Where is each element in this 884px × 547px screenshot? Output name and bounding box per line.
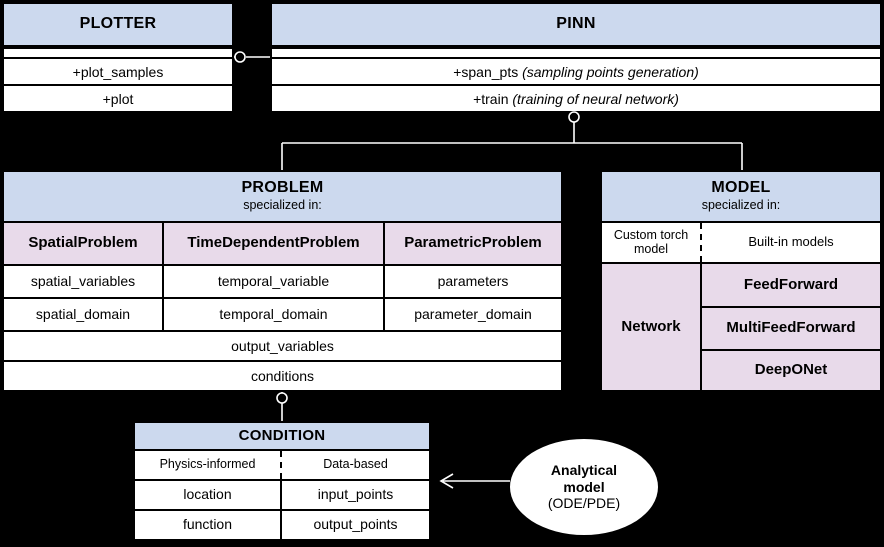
model-title: MODEL bbox=[711, 179, 771, 197]
problem-attr-output-variables: output_variables bbox=[231, 338, 334, 354]
plotter-attributes-compartment bbox=[4, 47, 232, 57]
connector-analytical-condition bbox=[439, 473, 510, 489]
analytical-model-ellipse: Analytical model (ODE/PDE) bbox=[508, 437, 660, 537]
condition-data-based-header: Data-based bbox=[280, 451, 429, 479]
condition-attr-location: location bbox=[183, 486, 232, 503]
plotter-method-row: +plot_samples bbox=[4, 57, 232, 84]
model-class-box: MODEL specialized in: Custom torch model… bbox=[600, 170, 882, 392]
problem-attr-temporal-variable: temporal_variable bbox=[162, 266, 383, 297]
problem-attr-spatial-domain: spatial_domain bbox=[35, 305, 131, 322]
condition-attr-function: function bbox=[182, 516, 233, 533]
plotter-method-label: +plot_samples bbox=[72, 63, 164, 80]
condition-attr-output-points: output_points bbox=[280, 511, 429, 539]
model-header: MODEL specialized in: bbox=[602, 172, 880, 223]
problem-attribute-row: spatial_domain temporal_domain parameter… bbox=[4, 297, 561, 330]
model-category-row: Custom torch model Built-in models bbox=[602, 223, 880, 262]
connector-plotter-pinn bbox=[234, 51, 270, 63]
condition-attribute-row: function output_points bbox=[135, 509, 429, 539]
problem-attr-conditions: conditions bbox=[250, 368, 315, 384]
model-builtin-deeponet: DeepONet bbox=[702, 348, 880, 391]
pinn-method-note: (sampling points generation) bbox=[522, 63, 699, 80]
pinn-method-label: +span_pts bbox=[453, 63, 519, 80]
pinn-method-label: +train bbox=[473, 90, 509, 107]
problem-attr-spatial-variables: spatial_variables bbox=[30, 272, 136, 289]
problem-attr-parameter-domain: parameter_domain bbox=[383, 299, 561, 330]
problem-shared-attribute-row: output_variables bbox=[4, 330, 561, 360]
condition-class-box: CONDITION Physics-informed Data-based lo… bbox=[133, 421, 431, 541]
problem-subtype-timedependent: TimeDependentProblem bbox=[162, 223, 383, 264]
model-builtin-multifeedforward: MultiFeedForward bbox=[702, 306, 880, 349]
condition-category-row: Physics-informed Data-based bbox=[135, 451, 429, 479]
analytical-line-1: Analytical bbox=[550, 462, 618, 479]
connector-problem-condition bbox=[276, 392, 288, 421]
pinn-class-box: PINN +span_pts (sampling points generati… bbox=[270, 2, 882, 113]
analytical-line-2: model bbox=[563, 478, 605, 495]
condition-attr-input-points: input_points bbox=[280, 481, 429, 509]
model-custom-torch-header: Custom torch model bbox=[613, 227, 689, 256]
problem-attr-parameters: parameters bbox=[383, 266, 561, 297]
problem-subtype-spatial: SpatialProblem bbox=[4, 223, 162, 264]
problem-class-box: PROBLEM specialized in: SpatialProblem T… bbox=[2, 170, 563, 392]
problem-subtitle: specialized in: bbox=[243, 198, 322, 213]
problem-attr-temporal-domain: temporal_domain bbox=[162, 299, 383, 330]
model-builtin-feedforward: FeedForward bbox=[702, 264, 880, 307]
condition-header: CONDITION bbox=[135, 423, 429, 451]
condition-attribute-row: location input_points bbox=[135, 479, 429, 509]
plotter-title: PLOTTER bbox=[79, 15, 157, 33]
pinn-title: PINN bbox=[556, 15, 596, 33]
problem-title: PROBLEM bbox=[241, 179, 324, 197]
plotter-header: PLOTTER bbox=[4, 4, 232, 47]
pinn-attributes-compartment bbox=[272, 47, 880, 57]
plotter-method-row: +plot bbox=[4, 84, 232, 111]
pinn-method-row: +span_pts (sampling points generation) bbox=[272, 57, 880, 84]
connector-pinn-bus bbox=[281, 111, 743, 170]
pinn-method-row: +train (training of neural network) bbox=[272, 84, 880, 111]
plotter-class-box: PLOTTER +plot_samples +plot bbox=[2, 2, 234, 113]
plotter-method-label: +plot bbox=[102, 90, 134, 107]
problem-attribute-row: spatial_variables temporal_variable para… bbox=[4, 264, 561, 297]
pinn-method-note: (training of neural network) bbox=[512, 90, 679, 107]
analytical-line-3: (ODE/PDE) bbox=[547, 495, 621, 512]
model-builtin-header: Built-in models bbox=[700, 223, 880, 262]
pinn-header: PINN bbox=[272, 4, 880, 47]
problem-shared-attribute-row: conditions bbox=[4, 360, 561, 390]
condition-physics-informed-header: Physics-informed bbox=[159, 457, 256, 472]
model-subtitle: specialized in: bbox=[701, 198, 781, 213]
problem-subtype-parametric: ParametricProblem bbox=[383, 223, 561, 264]
condition-title: CONDITION bbox=[238, 427, 326, 445]
problem-subtype-row: SpatialProblem TimeDependentProblem Para… bbox=[4, 223, 561, 264]
model-network-cell: Network bbox=[602, 264, 700, 390]
problem-header: PROBLEM specialized in: bbox=[4, 172, 561, 223]
